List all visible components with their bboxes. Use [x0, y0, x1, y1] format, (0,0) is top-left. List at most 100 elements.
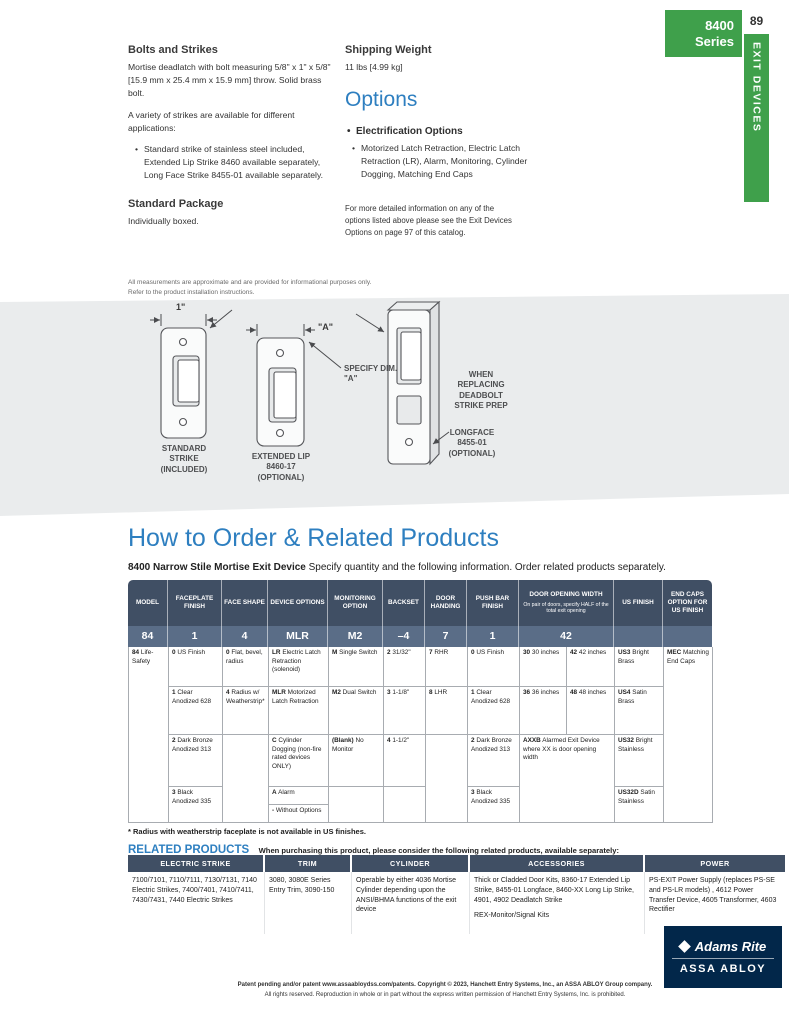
legal-footer: Patent pending and/or patent www.assaabl… [185, 981, 705, 1000]
cell-us-finish-2: US32 Bright Stainless [615, 735, 664, 787]
related-products-heading-line: RELATED PRODUCTS When purchasing this pr… [128, 840, 619, 858]
standard-strike-label: STANDARD STRIKE (INCLUDED) [160, 444, 208, 474]
cell-face-shape-0: 0 Flat, bevel, radius [223, 647, 269, 687]
adams-rite-wordmark: Adams Rite [694, 939, 767, 954]
cell-us-finish-3: US32D Satin Stainless [615, 787, 664, 823]
door-opening-width-note: On pair of doors, specify HALF of the to… [523, 601, 609, 615]
related-cell-electric-strike: 7100/7101, 7110/7111, 7130/7131, 7140 El… [128, 872, 265, 934]
cell-face-shape-1: 4 Radius w/ Weatherstrip* [223, 687, 269, 735]
series-number: 8400 [705, 17, 734, 33]
related-products-heading: RELATED PRODUCTS [128, 844, 250, 856]
related-cell-accessories: Thick or Cladded Door Kits, 8360-17 Exte… [470, 872, 645, 934]
order-table-body: 84 Life-Safety 0 US Finish 1 Clear Anodi… [128, 647, 713, 823]
cell-handing-1: 8 LHR [426, 687, 468, 735]
example-model: 84 [128, 626, 168, 647]
extended-lip-label: EXTENDED LIP 8460-17 (OPTIONAL) [251, 452, 311, 482]
cell-us-finish-1: US4 Satin Brass [615, 687, 664, 735]
standard-strike-diagram [160, 327, 207, 439]
cell-device-2: C Cylinder Dogging (non-fire rated devic… [269, 735, 329, 787]
bolts-strikes-heading: Bolts and Strikes [128, 44, 218, 56]
related-cell-trim: 3080, 3080E Series Entry Trim, 3090-150 [265, 872, 352, 934]
product-order-instruction: 8400 Narrow Stile Mortise Exit Device Sp… [128, 562, 728, 573]
related-header-electric-strike: ELECTRIC STRIKE [128, 855, 265, 872]
cell-dow-48: 48 48 inches [567, 687, 615, 735]
related-products-header-row: ELECTRIC STRIKE TRIM CYLINDER ACCESSORIE… [128, 855, 785, 872]
order-table-header: MODEL FACEPLATE FINISH FACE SHAPE DEVICE… [128, 580, 712, 626]
cell-monitoring-2: (Blank) No Monitor [329, 735, 384, 787]
patent-line: Patent pending and/or patent www.assaabl… [237, 982, 653, 988]
example-handing: 7 [425, 626, 467, 647]
standard-package-heading: Standard Package [128, 198, 224, 211]
order-table: MODEL FACEPLATE FINISH FACE SHAPE DEVICE… [128, 580, 713, 823]
related-header-cylinder: CYLINDER [352, 855, 470, 872]
dim-a-label: "A" [318, 322, 334, 332]
related-header-trim: TRIM [265, 855, 352, 872]
disclaimer-line-2: Refer to the product installation instru… [128, 288, 255, 296]
cell-faceplate-3: 3 Black Anodized 335 [169, 787, 223, 823]
longface-leader-arrows [355, 313, 450, 445]
brand-logo-box: Adams Rite ASSA ABLOY [664, 926, 782, 988]
when-replacing-label: WHEN REPLACING DEADBOLT STRIKE PREP [454, 370, 508, 411]
cell-backset-empty [384, 787, 426, 823]
cell-dow-36: 36 36 inches [520, 687, 567, 735]
page-number: 89 [744, 10, 769, 32]
related-cell-power: PS-EXIT Power Supply (replaces PS-SE and… [649, 877, 777, 914]
assa-abloy-wordmark: ASSA ABLOY [679, 963, 767, 975]
strikes-bullet: Standard strike of stainless steel inclu… [128, 143, 334, 182]
header-monitoring-option: MONITORING OPTION [328, 580, 383, 626]
longface-label: LONGFACE 8455-01 (OPTIONAL) [448, 428, 496, 458]
header-end-caps: END CAPS OPTION FOR US FINISH [667, 590, 708, 615]
example-device-options: MLR [268, 626, 328, 647]
cell-faceplate-2: 2 Dark Bronze Anodized 313 [169, 735, 223, 787]
cell-device-4: - Without Options [269, 805, 329, 823]
example-end-caps [663, 626, 712, 647]
adams-rite-logo: Adams Rite [677, 939, 767, 954]
strikes-text: A variety of strikes are available for d… [128, 109, 295, 133]
cell-dow-axxb: AXXB Alarmed Exit Device where XX is doo… [520, 735, 615, 823]
strike-diagrams [150, 300, 450, 466]
cell-model: 84 Life-Safety [129, 647, 169, 823]
header-door-handing: DOOR HANDING [425, 580, 467, 626]
related-products-intro: When purchasing this product, please con… [258, 846, 619, 855]
options-heading: Options [345, 87, 418, 111]
example-door-opening-width: 42 [519, 626, 614, 647]
related-header-power: POWER [645, 855, 785, 872]
cell-backset-2: 4 1-1/2" [384, 735, 426, 787]
order-example-row: 84 1 4 MLR M2 –4 7 1 42 [128, 626, 712, 647]
example-face-shape: 4 [222, 626, 268, 647]
shipping-weight-heading: Shipping Weight [345, 44, 432, 56]
related-header-accessories: ACCESSORIES [470, 855, 645, 872]
product-name: 8400 Narrow Stile Mortise Exit Device [128, 562, 306, 573]
related-products-body-row: 7100/7101, 7110/7111, 7130/7131, 7140 El… [128, 872, 785, 934]
cell-push-bar-0: 0 US Finish [468, 647, 520, 687]
strike-diagram-band: 1" "A" SPECIFY DIM. "A" WHEN REPLACING D… [0, 294, 789, 516]
related-cell-cylinder: Operable by either 4036 Mortise Cylinder… [352, 872, 470, 934]
cell-backset-1: 3 1-1/8" [384, 687, 426, 735]
cell-device-0: LR Electric Latch Retraction (solenoid) [269, 647, 329, 687]
specs-right-column: Shipping Weight 11 lbs [4.99 kg] Options… [345, 44, 541, 239]
bolts-text: Mortise deadlatch with bolt measuring 5/… [128, 62, 331, 98]
section-band: EXIT DEVICES [744, 34, 769, 202]
related-products-table: ELECTRIC STRIKE TRIM CYLINDER ACCESSORIE… [128, 855, 785, 934]
specs-left-column: Bolts and Strikes Mortise deadlatch with… [128, 44, 334, 237]
measurement-disclaimer: All measurements are approximate and are… [128, 278, 371, 298]
cell-monitoring-empty [329, 787, 384, 823]
electrification-bullet-title: Electrification Options [345, 124, 541, 139]
header-us-finish: US FINISH [614, 580, 663, 626]
cell-dow-30: 30 30 inches [520, 647, 567, 687]
cell-dow-42: 42 42 inches [567, 647, 615, 687]
disclaimer-line-1: All measurements are approximate and are… [128, 279, 372, 286]
adams-rite-diamond-icon [677, 940, 691, 953]
series-tab: 8400 Series [665, 10, 742, 57]
cell-us-finish-0: US3 Bright Brass [615, 647, 664, 687]
options-note: For more detailed information on any of … [345, 203, 512, 237]
specify-dim-a-label: SPECIFY DIM. "A" [344, 364, 398, 384]
header-backset: BACKSET [383, 580, 425, 626]
example-push-bar: 1 [467, 626, 519, 647]
series-word: Series [694, 33, 734, 49]
one-inch-dimension-label: 1" [176, 302, 186, 312]
example-monitoring: M2 [328, 626, 383, 647]
cell-device-1: MLR Motorized Latch Retraction [269, 687, 329, 735]
cell-face-shape-empty [223, 735, 269, 823]
